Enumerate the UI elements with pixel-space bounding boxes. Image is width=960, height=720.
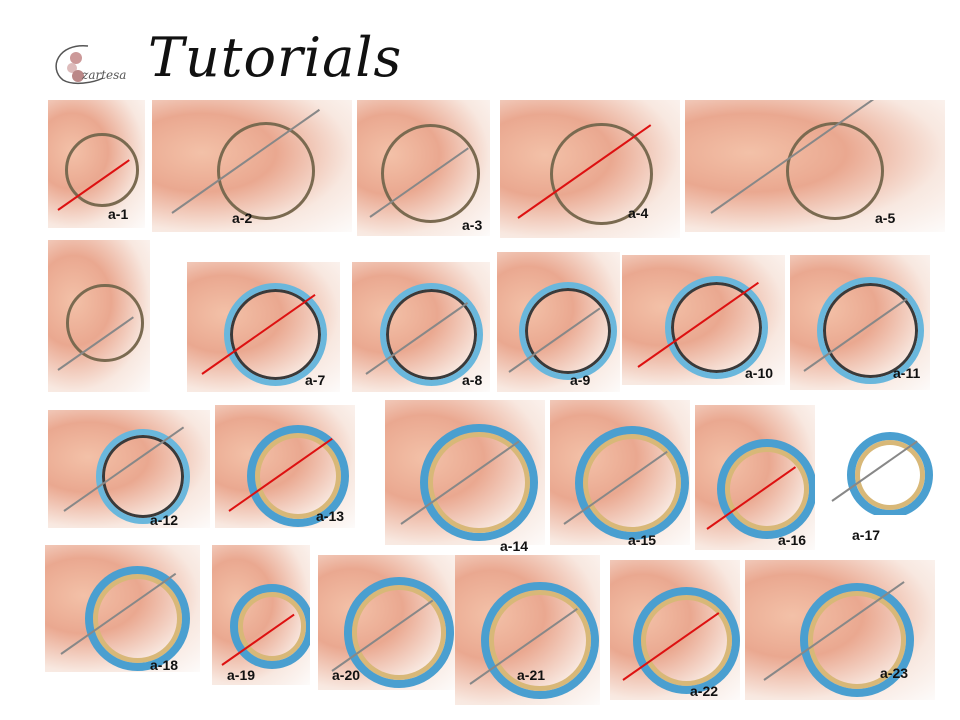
logo [48, 38, 138, 88]
step-label: a-5 [875, 210, 896, 226]
bead-ring [519, 281, 618, 380]
bead-ring [343, 577, 454, 688]
step-label: a-19 [227, 667, 256, 683]
step-photo [695, 405, 815, 550]
step-photo [48, 410, 210, 528]
step-photo [318, 555, 455, 690]
step-label: a-17 [852, 527, 881, 543]
logo-swirl-icon [55, 45, 104, 85]
page-title: Tutorials [148, 26, 403, 89]
bead-ring [575, 425, 690, 540]
step-photo [550, 400, 690, 545]
bead-ring [380, 123, 481, 223]
bead-ring [84, 565, 190, 671]
step-photo [48, 100, 145, 228]
step-photo [357, 100, 490, 236]
step-label: a-20 [332, 667, 361, 683]
step-photo [610, 560, 740, 700]
step-photo [152, 100, 352, 232]
step-label: a-2 [232, 210, 253, 226]
bead-ring [633, 586, 740, 694]
step-photo [790, 255, 930, 390]
step-photo [215, 405, 355, 528]
step-label: a-9 [570, 372, 591, 388]
step-photo [820, 415, 935, 515]
step-photo [455, 555, 600, 705]
step-label: a-15 [628, 532, 657, 548]
step-photo [685, 100, 945, 232]
step-label: a-1 [108, 206, 129, 222]
bead-ring [66, 284, 144, 362]
step-label: a-16 [778, 532, 807, 548]
bead-ring [817, 277, 924, 384]
step-label: a-11 [893, 365, 921, 381]
bead-ring [785, 121, 884, 221]
bead-ring [420, 423, 538, 542]
bead-ring [95, 429, 191, 525]
step-label: a-13 [316, 508, 345, 524]
bead-ring [229, 584, 310, 669]
step-label: a-7 [305, 372, 326, 388]
step-label: a-22 [690, 683, 719, 699]
step-photo [48, 240, 150, 392]
step-label: a-8 [462, 372, 483, 388]
step-label: a-23 [880, 665, 909, 681]
bead-ring [380, 283, 484, 387]
bead-ring [481, 581, 599, 700]
step-photo [745, 560, 935, 700]
bead-ring [800, 583, 915, 698]
step-photo [500, 100, 680, 238]
bead-ring [247, 425, 350, 528]
bead-ring [665, 276, 769, 380]
step-label: a-21 [517, 667, 546, 683]
step-label: a-4 [628, 205, 649, 221]
bead-ring [716, 438, 815, 539]
bead-ring [65, 133, 140, 207]
step-label: a-18 [150, 657, 179, 673]
step-label: a-10 [745, 365, 774, 381]
step-label: a-14 [500, 538, 529, 554]
bead-ring [550, 122, 653, 226]
step-photo [497, 252, 620, 392]
logo-text: zartesa [82, 68, 127, 82]
step-photo [187, 262, 340, 392]
step-photo [622, 255, 785, 385]
bead-ring [224, 283, 328, 387]
step-label: a-12 [150, 512, 179, 528]
bead-ring [216, 121, 315, 221]
bead-ring [847, 431, 933, 515]
step-photo [352, 262, 490, 392]
step-photo [385, 400, 545, 545]
step-photo [212, 545, 310, 685]
step-label: a-3 [462, 217, 483, 233]
step-photo [45, 545, 200, 672]
